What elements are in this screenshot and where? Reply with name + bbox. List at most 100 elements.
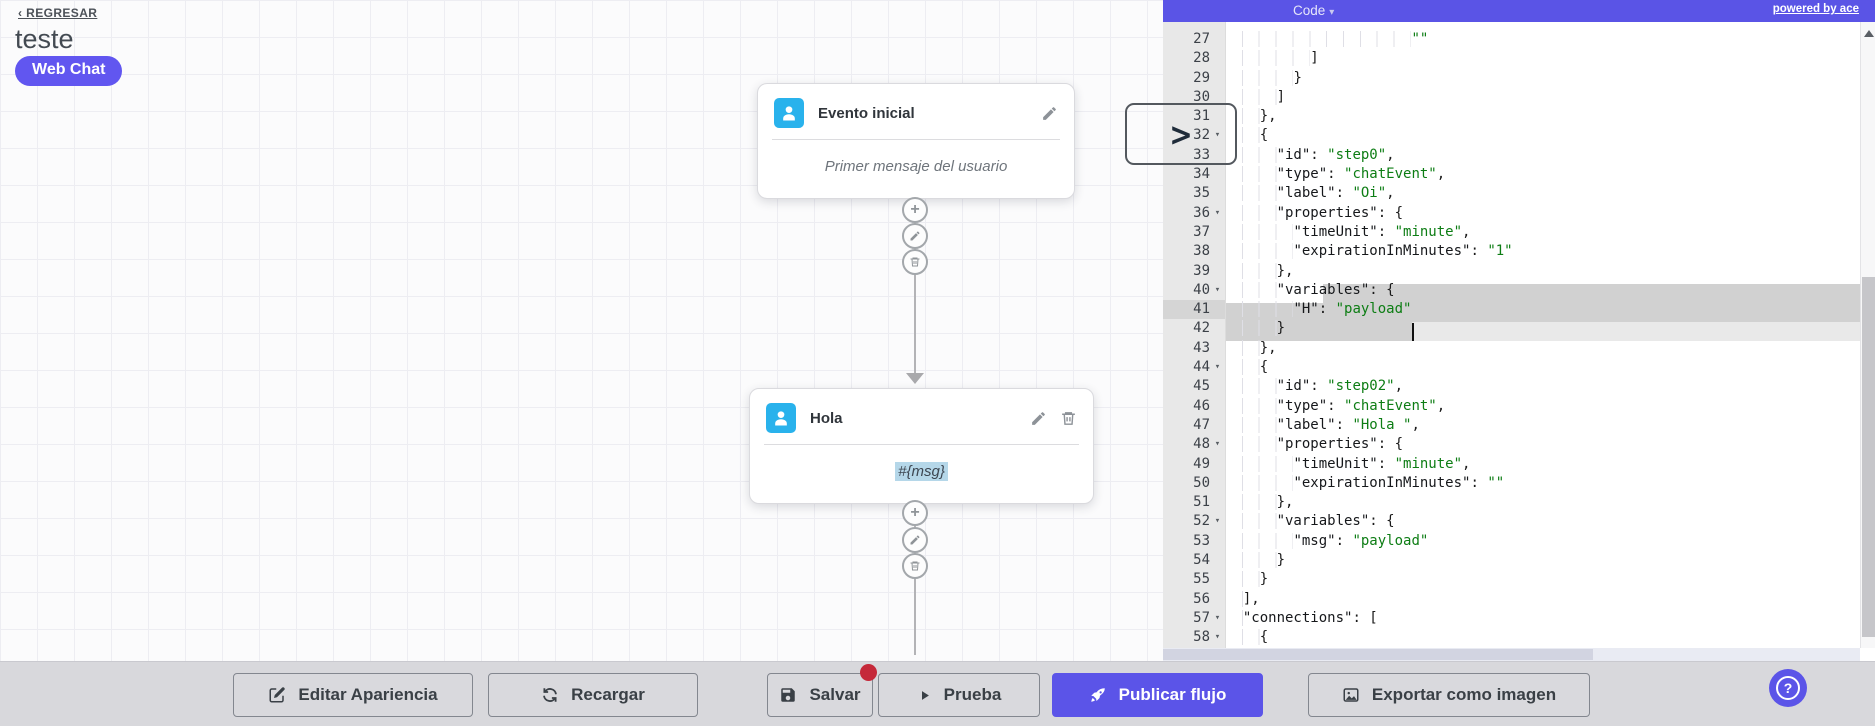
- exportar-como-imagen-button[interactable]: Exportar como imagen: [1308, 673, 1590, 717]
- code-line-43[interactable]: },: [1226, 339, 1513, 358]
- code-line-45[interactable]: "id": "step02",: [1226, 377, 1513, 396]
- code-line-48[interactable]: "properties": {: [1226, 435, 1513, 454]
- gutter-line-33[interactable]: 33: [1193, 146, 1210, 163]
- gutter-line-51[interactable]: 51: [1193, 494, 1210, 511]
- bottom-toolbar: Editar Apariencia Recargar Salvar Prueba…: [0, 661, 1875, 726]
- gutter-line-28[interactable]: 28: [1193, 50, 1210, 67]
- add-step-button[interactable]: +: [902, 500, 928, 526]
- vertical-scrollbar-thumb[interactable]: [1862, 277, 1875, 637]
- code-line-29[interactable]: }: [1226, 69, 1513, 88]
- delete-connection-button[interactable]: [902, 249, 928, 275]
- button-label: Editar Apariencia: [298, 685, 438, 704]
- code-line-46[interactable]: "type": "chatEvent",: [1226, 397, 1513, 416]
- code-line-53[interactable]: "msg": "payload": [1226, 532, 1513, 551]
- code-line-58[interactable]: {: [1226, 628, 1513, 647]
- code-line-30[interactable]: ]: [1226, 88, 1513, 107]
- powered-by-ace-link[interactable]: powered by ace: [1772, 3, 1859, 15]
- add-step-button[interactable]: +: [902, 197, 928, 223]
- code-line-56[interactable]: ],: [1226, 590, 1513, 609]
- horizontal-scrollbar[interactable]: [1163, 648, 1860, 661]
- gutter-line-58[interactable]: 58▾: [1193, 629, 1221, 646]
- gutter-line-34[interactable]: 34: [1193, 166, 1210, 183]
- salvar-button[interactable]: Salvar: [767, 673, 873, 717]
- code-line-31[interactable]: },: [1226, 107, 1513, 126]
- gutter-line-47[interactable]: 47: [1193, 416, 1210, 433]
- edit-connection-button[interactable]: [902, 223, 928, 249]
- gutter-line-32[interactable]: 32▾: [1193, 127, 1221, 144]
- unsaved-changes-badge: [860, 664, 877, 681]
- horizontal-scrollbar-thumb[interactable]: [1163, 649, 1593, 660]
- node-hola[interactable]: Hola #{msg}: [749, 388, 1094, 504]
- recargar-button[interactable]: Recargar: [488, 673, 698, 717]
- code-line-38[interactable]: "expirationInMinutes": "1": [1226, 242, 1513, 261]
- code-line-35[interactable]: "label": "Oi",: [1226, 184, 1513, 203]
- gutter-line-46[interactable]: 46: [1193, 397, 1210, 414]
- gutter-line-55[interactable]: 55: [1193, 571, 1210, 588]
- gutter-line-27[interactable]: 27: [1193, 31, 1210, 47]
- delete-connection-button[interactable]: [902, 553, 928, 579]
- gutter-line-52[interactable]: 52▾: [1193, 513, 1221, 530]
- gutter-line-42[interactable]: 42: [1193, 320, 1210, 337]
- gutter-line-37[interactable]: 37: [1193, 223, 1210, 240]
- code-line-37[interactable]: "timeUnit": "minute",: [1226, 223, 1513, 242]
- edit-square-icon: [269, 687, 286, 703]
- help-button[interactable]: ?: [1769, 669, 1807, 707]
- gutter-line-49[interactable]: 49: [1193, 455, 1210, 472]
- gutter-line-57[interactable]: 57▾: [1193, 609, 1221, 626]
- prueba-button[interactable]: Prueba: [878, 673, 1040, 717]
- gutter-line-45[interactable]: 45: [1193, 378, 1210, 395]
- gutter-line-29[interactable]: 29: [1193, 69, 1210, 86]
- gutter-line-36[interactable]: 36▾: [1193, 204, 1221, 221]
- edit-node-icon[interactable]: [1041, 105, 1058, 122]
- node-evento-inicial[interactable]: Evento inicial Primer mensaje del usuari…: [757, 83, 1075, 199]
- code-line-44[interactable]: {: [1226, 358, 1513, 377]
- gutter-line-35[interactable]: 35: [1193, 185, 1210, 202]
- code-line-42[interactable]: }: [1226, 319, 1513, 338]
- code-line-41[interactable]: "H": "payload": [1226, 300, 1513, 319]
- gutter-line-38[interactable]: 38: [1193, 243, 1210, 260]
- gutter-line-48[interactable]: 48▾: [1193, 436, 1221, 453]
- gutter-line-56[interactable]: 56: [1193, 590, 1210, 607]
- code-line-55[interactable]: }: [1226, 570, 1513, 589]
- gutter-line-44[interactable]: 44▾: [1193, 359, 1221, 376]
- edit-node-icon[interactable]: [1030, 410, 1047, 427]
- code-line-36[interactable]: "properties": {: [1226, 204, 1513, 223]
- flow-canvas[interactable]: ‹ REGRESAR teste Web Chat Evento inicial…: [0, 0, 1163, 726]
- code-line-27[interactable]: "": [1226, 30, 1513, 49]
- code-line-34[interactable]: "type": "chatEvent",: [1226, 165, 1513, 184]
- gutter-line-54[interactable]: 54: [1193, 552, 1210, 569]
- code-line-52[interactable]: "variables": {: [1226, 512, 1513, 531]
- back-link[interactable]: ‹ REGRESAR: [18, 6, 98, 20]
- gutter-line-31[interactable]: 31: [1193, 108, 1210, 125]
- collapse-code-panel-button[interactable]: >: [1125, 103, 1237, 165]
- gutter-line-41[interactable]: 41: [1163, 300, 1225, 320]
- delete-node-icon[interactable]: [1060, 410, 1077, 427]
- edit-connection-button[interactable]: [902, 527, 928, 553]
- scroll-up-arrow-icon[interactable]: [1864, 30, 1874, 37]
- code-line-28[interactable]: ]: [1226, 49, 1513, 68]
- publicar-flujo-button[interactable]: Publicar flujo: [1052, 673, 1263, 717]
- gutter-line-43[interactable]: 43: [1193, 339, 1210, 356]
- code-line-54[interactable]: }: [1226, 551, 1513, 570]
- gutter-line-53[interactable]: 53: [1193, 532, 1210, 549]
- code-line-49[interactable]: "timeUnit": "minute",: [1226, 455, 1513, 474]
- code-mode-dropdown[interactable]: Code▾: [1293, 3, 1335, 18]
- gutter-line-39[interactable]: 39: [1193, 262, 1210, 279]
- code-line-47[interactable]: "label": "Hola ",: [1226, 416, 1513, 435]
- code-line-33[interactable]: "id": "step0",: [1226, 146, 1513, 165]
- code-line-51[interactable]: },: [1226, 493, 1513, 512]
- code-line-40[interactable]: "variables": {: [1226, 281, 1513, 300]
- code-line-57[interactable]: "connections": [: [1226, 609, 1513, 628]
- code-line-39[interactable]: },: [1226, 262, 1513, 281]
- code-line-32[interactable]: {: [1226, 126, 1513, 145]
- code-editor[interactable]: "" ] } ] }, { "id": "step0", "type": "ch…: [1226, 22, 1860, 648]
- trash-icon: [910, 561, 920, 571]
- gutter-line-30[interactable]: 30: [1193, 88, 1210, 105]
- vertical-scrollbar[interactable]: [1860, 22, 1875, 648]
- code-line-50[interactable]: "expirationInMinutes": "": [1226, 474, 1513, 493]
- editar-apariencia-button[interactable]: Editar Apariencia: [233, 673, 473, 717]
- gutter-line-50[interactable]: 50: [1193, 474, 1210, 491]
- gutter-line-40[interactable]: 40▾: [1193, 281, 1221, 298]
- button-label: Salvar: [809, 685, 861, 704]
